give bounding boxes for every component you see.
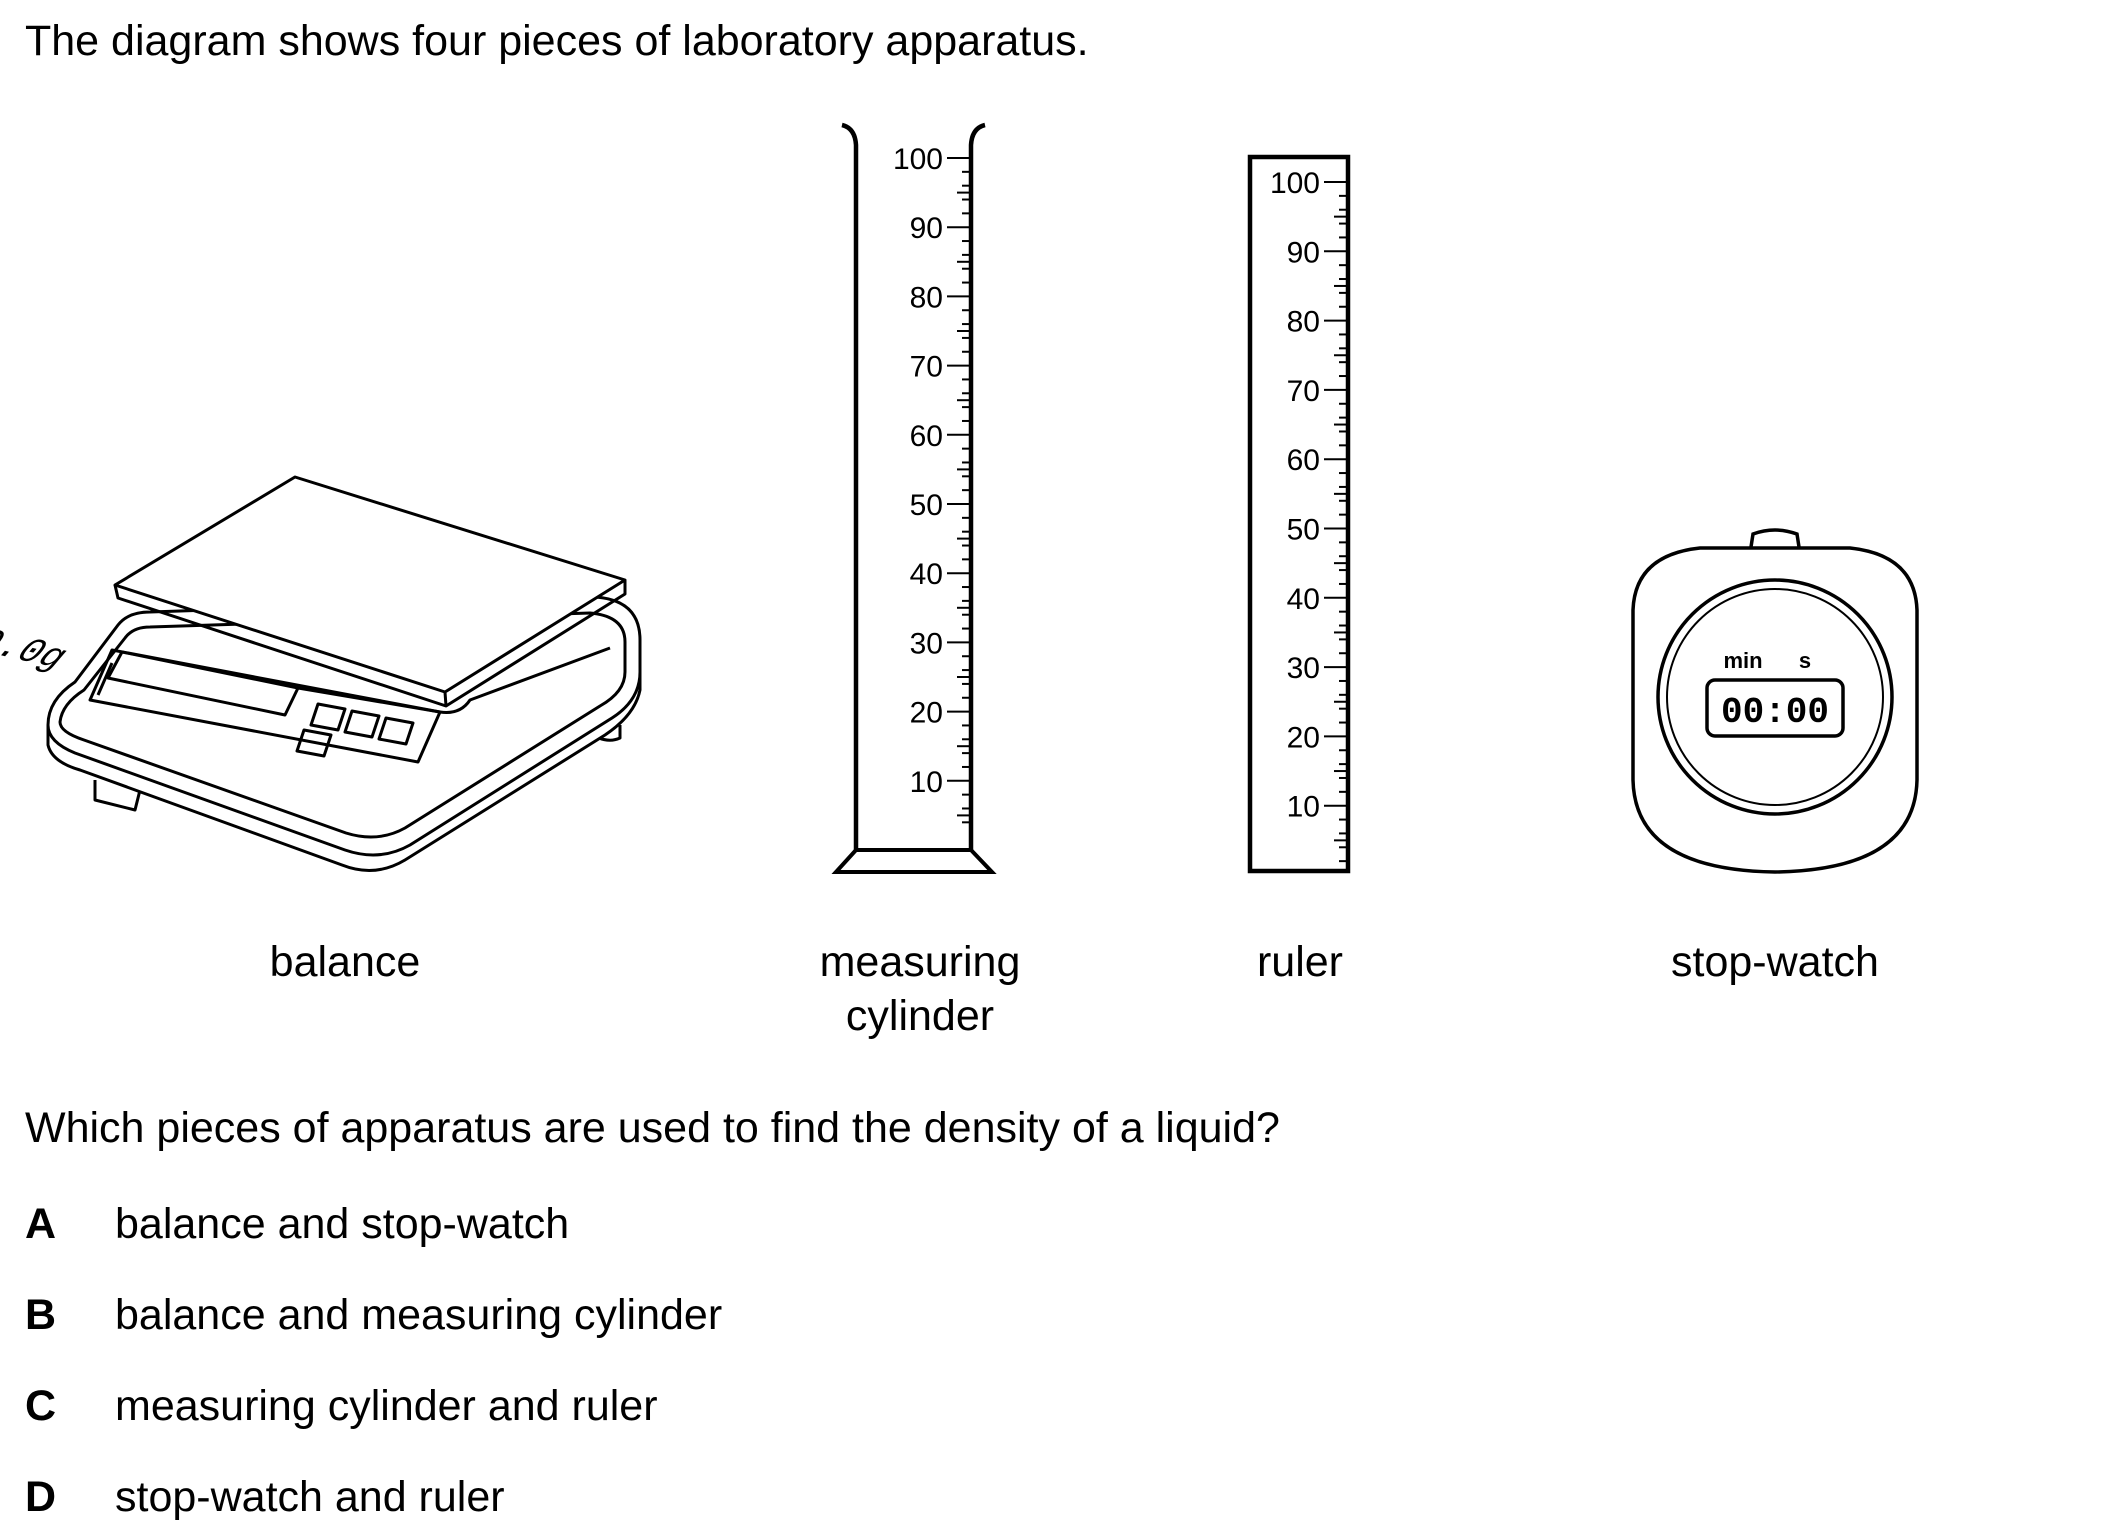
option-a-letter: A [25, 1200, 57, 1248]
cylinder-scale-label: 50 [910, 489, 943, 522]
ruler-scale-label: 80 [1287, 306, 1320, 339]
ruler-scale-label: 60 [1287, 444, 1320, 477]
balance-display-text: 0.0g [0, 622, 73, 678]
ruler-scale-labels: 100 90 80 70 60 50 40 30 20 10 [1270, 167, 1320, 824]
ruler-scale-label: 30 [1287, 652, 1320, 685]
measuring-cylinder-icon [831, 122, 997, 874]
cylinder-scale-ticks [947, 157, 969, 824]
stopwatch-s-label: s [1799, 648, 1811, 673]
ruler-label: ruler [1256, 938, 1344, 986]
option-b-letter: B [25, 1291, 57, 1339]
question-text: Which pieces of apparatus are used to fi… [25, 1104, 1280, 1152]
ruler-scale-label: 50 [1287, 514, 1320, 547]
cylinder-scale-label: 60 [910, 420, 943, 453]
option-c-text: measuring cylinder and ruler [115, 1382, 658, 1430]
option-d-text: stop-watch and ruler [115, 1473, 505, 1521]
intro-text: The diagram shows four pieces of laborat… [25, 17, 1089, 65]
stopwatch-min-label: min [1723, 648, 1762, 673]
cylinder-scale-label: 20 [910, 697, 943, 730]
stopwatch-display-text: 00:00 [1721, 692, 1829, 733]
balance-buttons [295, 686, 441, 758]
balance-label: balance [269, 938, 421, 986]
cylinder-scale-labels: 100 90 80 70 60 50 40 30 20 10 [893, 143, 943, 799]
option-c-letter: C [25, 1382, 57, 1430]
ruler-scale-label: 10 [1287, 791, 1320, 824]
ruler-scale-label: 70 [1287, 375, 1320, 408]
measuring-cylinder-label-line1: measuring [819, 938, 1021, 986]
cylinder-scale-label: 100 [893, 143, 943, 176]
measuring-cylinder-label-line2: cylinder [845, 992, 995, 1041]
option-a-text: balance and stop-watch [115, 1200, 570, 1248]
cylinder-scale-label: 30 [910, 627, 943, 660]
option-d-letter: D [25, 1473, 57, 1521]
ruler-scale-ticks [1324, 181, 1346, 863]
balance-icon: 0.0g [0, 475, 642, 872]
ruler-scale-label: 90 [1287, 236, 1320, 269]
ruler-scale-label: 20 [1287, 721, 1320, 754]
cylinder-scale-label: 90 [910, 212, 943, 245]
ruler-scale-label: 40 [1287, 583, 1320, 616]
cylinder-scale-label: 10 [910, 766, 943, 799]
cylinder-scale-label: 80 [910, 281, 943, 314]
ruler-icon [1247, 154, 1351, 874]
option-b-text: balance and measuring cylinder [115, 1291, 723, 1339]
ruler-scale-label: 100 [1270, 167, 1320, 200]
cylinder-scale-label: 70 [910, 351, 943, 384]
measuring-cylinder-label: measuring cylinder [780, 935, 1060, 1043]
cylinder-scale-label: 40 [910, 558, 943, 591]
stopwatch-label: stop-watch [1671, 938, 1879, 986]
stopwatch-icon [1631, 528, 1919, 874]
